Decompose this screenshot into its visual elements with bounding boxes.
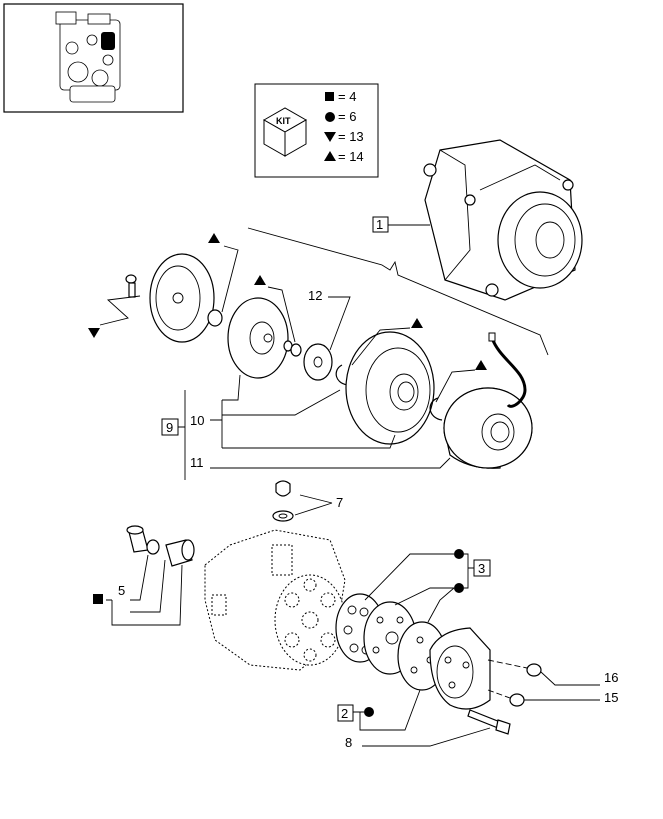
compressor-assembly: [423, 139, 583, 301]
coil-wire: [490, 337, 527, 408]
callout-box-2: [337, 704, 354, 722]
kit-entry-circle: = 6: [338, 109, 356, 124]
engine-locator-thumbnail: [3, 3, 184, 113]
o-ring-16: [526, 663, 542, 677]
valve-cap: [126, 525, 149, 553]
circle-symbol-icon: [325, 112, 335, 122]
callout-16: 16: [604, 670, 618, 685]
circle-marker-icon: [454, 583, 464, 593]
square-symbol-icon: [325, 92, 334, 101]
callout-7: 7: [336, 495, 343, 510]
clutch-bolt: [125, 274, 137, 298]
kit-box-icon: KIT: [262, 107, 308, 157]
washer: [303, 343, 333, 381]
pulley: [345, 331, 435, 445]
highlighted-compressor-marker: [101, 32, 115, 50]
circle-marker-icon: [364, 707, 374, 717]
callout-11: 11: [190, 455, 204, 470]
triangle-down-symbol-icon: [324, 132, 336, 142]
callout-12: 12: [308, 288, 322, 303]
valve-o-ring: [146, 539, 160, 555]
kit-text: KIT: [276, 116, 291, 126]
hub-plate: [227, 297, 289, 379]
callout-3: 3: [478, 561, 485, 576]
callout-box-1: [372, 216, 389, 233]
callout-2: 2: [341, 706, 348, 721]
callout-1: 1: [376, 217, 383, 232]
triangle-up-symbol-icon: [324, 151, 336, 161]
triangle-up-marker-icon: [411, 318, 423, 328]
triangle-up-marker-icon: [475, 360, 487, 370]
callout-5: 5: [118, 583, 125, 598]
spacer: [207, 309, 223, 327]
service-valve: [165, 539, 195, 567]
callout-10: 10: [190, 413, 204, 428]
o-ring-15: [509, 693, 525, 707]
drain-plug: [272, 480, 294, 522]
through-bolt: [467, 709, 511, 735]
kit-legend: KIT = 4 = 6 = 13 = 14: [254, 83, 379, 178]
circle-marker-icon: [454, 549, 464, 559]
kit-entry-triangle-up: = 14: [338, 149, 364, 164]
triangle-up-marker-icon: [208, 233, 220, 243]
square-marker-icon: [93, 594, 103, 604]
kit-entry-square: = 4: [338, 89, 356, 104]
cylinder-head: [429, 627, 491, 710]
triangle-up-marker-icon: [254, 275, 266, 285]
field-coil: [443, 387, 533, 469]
kit-entry-triangle-down: = 13: [338, 129, 364, 144]
callout-15: 15: [604, 690, 618, 705]
compressor-housing-dotted: [204, 529, 346, 671]
callout-9: 9: [166, 420, 173, 435]
triangle-down-marker-icon: [88, 328, 100, 338]
callout-8: 8: [345, 735, 352, 750]
front-plate: [149, 253, 215, 343]
wire-connector: [488, 332, 496, 342]
